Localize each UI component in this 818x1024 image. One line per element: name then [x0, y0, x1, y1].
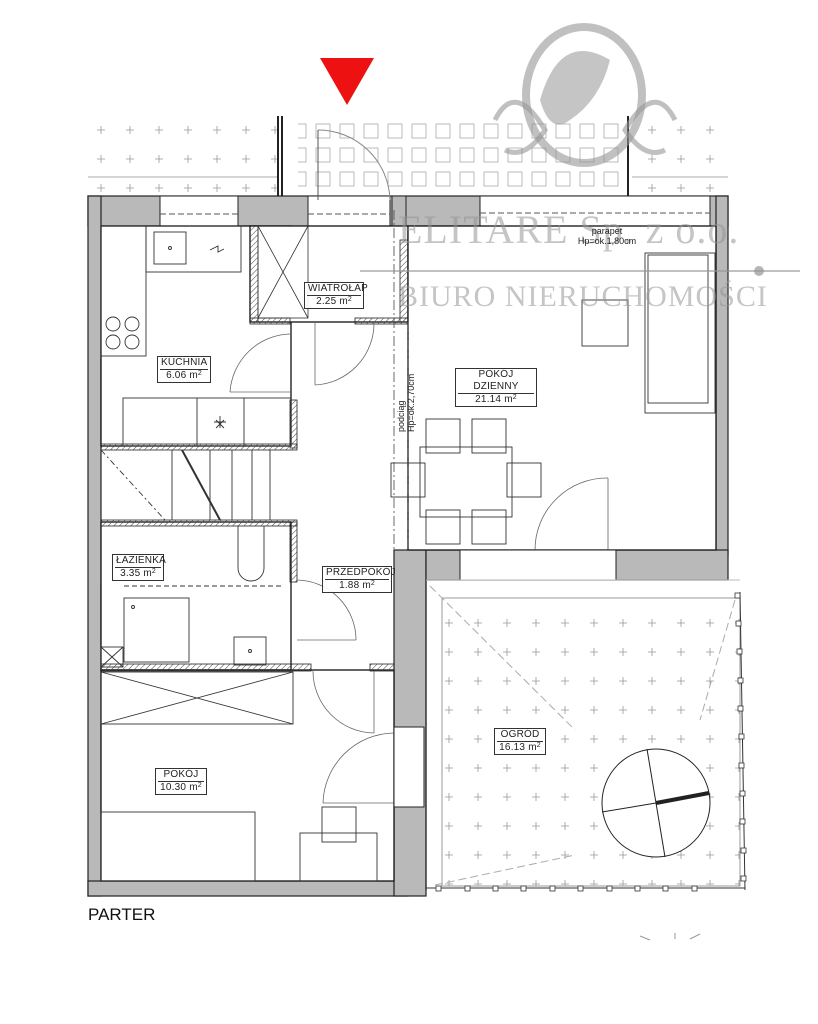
room-name: OGRÓD [497, 729, 543, 742]
room-name: PRZEDPOKÓJ [325, 567, 396, 580]
area-unit: m [504, 394, 513, 405]
area-unit-sup: 2 [512, 394, 517, 401]
parapet-note-line2: Hp=ok.1,80cm [577, 236, 637, 246]
area-unit-sup: 2 [197, 370, 202, 377]
area-unit: m [528, 742, 537, 753]
room-name: POKÓJ DZIENNY [458, 369, 534, 394]
terrace-door-living-room [459, 549, 617, 581]
area-unit: m [362, 580, 371, 591]
room-label-pokoj: POKÓJ 10.30 m2 [155, 768, 207, 795]
room-name: KUCHNIA [160, 357, 208, 370]
watermark-company: ELITARE Sp. z o.o. [398, 207, 740, 252]
front-terrace-right [632, 116, 728, 196]
room-name: ŁAZIENKA [115, 555, 166, 568]
area-unit: m [143, 568, 152, 579]
podciag-note-line2: Hp=ok.2,70cm [406, 373, 416, 432]
room-lazienka[interactable] [100, 521, 292, 671]
window-kitchen [159, 195, 239, 227]
room-area: 3.35 [120, 568, 141, 579]
room-area: 6.06 [166, 370, 187, 381]
room-label-kuchnia: KUCHNIA 6.06 m2 [157, 356, 211, 383]
bedroom-furniture [100, 671, 378, 882]
area-unit-sup: 2 [197, 782, 202, 789]
room-label-przedpokoj: PRZEDPOKÓJ 1.88 m2 [322, 566, 396, 593]
parapet-note: parapet Hp=ok.1,80cm [572, 226, 642, 246]
parapet-note-line1: parapet [591, 226, 623, 236]
window-bedroom [393, 726, 425, 808]
entrance-porch-paving [298, 116, 628, 196]
bathroom-fixtures [100, 526, 282, 668]
room-area: 1.88 [339, 580, 360, 591]
area-unit-sup: 2 [151, 568, 156, 575]
window-living-room [479, 195, 711, 227]
area-unit: m [339, 296, 348, 307]
podciag-note-line1: podciąg [396, 400, 406, 432]
closet-wiatrolap [257, 225, 309, 319]
area-unit: m [189, 370, 198, 381]
podciag-note: podciąg Hp=ok.2,70cm [396, 374, 416, 432]
area-unit-sup: 2 [370, 580, 375, 587]
room-label-wiatrolap: WIATROŁAP 2.25 m2 [304, 282, 368, 309]
garden-fence-posts [435, 592, 747, 892]
garden-area [425, 579, 746, 891]
room-area: 10.30 [160, 782, 187, 793]
room-area: 21.14 [475, 394, 502, 405]
floor-label: PARTER [88, 905, 156, 924]
entrance-door-frame [307, 129, 391, 227]
front-terrace-left [88, 116, 278, 196]
area-unit-sup: 2 [536, 742, 541, 749]
compass-rose-icon [601, 748, 711, 858]
beam-line [393, 210, 409, 550]
room-area: 16.13 [499, 742, 526, 753]
room-label-lazienka: ŁAZIENKA 3.35 m2 [112, 554, 166, 581]
area-unit-sup: 2 [347, 296, 352, 303]
door-swings [229, 321, 609, 804]
entrance-arrow-icon [320, 58, 374, 105]
room-label-pokoj-dzienny: POKÓJ DZIENNY 21.14 m2 [455, 368, 537, 407]
watermark-subtitle: BIURO NIERUCHOMOŚCI [398, 280, 768, 313]
room-pokoj[interactable] [100, 669, 395, 882]
kitchen-counter [100, 225, 292, 447]
room-name: WIATROŁAP [307, 283, 368, 296]
room-area: 2.25 [316, 296, 337, 307]
room-name: POKÓJ [158, 769, 204, 782]
room-label-ogrod: OGRÓD 16.13 m2 [494, 728, 546, 755]
staircase [100, 449, 271, 521]
lion-crest-icon [492, 23, 678, 167]
area-unit: m [189, 782, 198, 793]
